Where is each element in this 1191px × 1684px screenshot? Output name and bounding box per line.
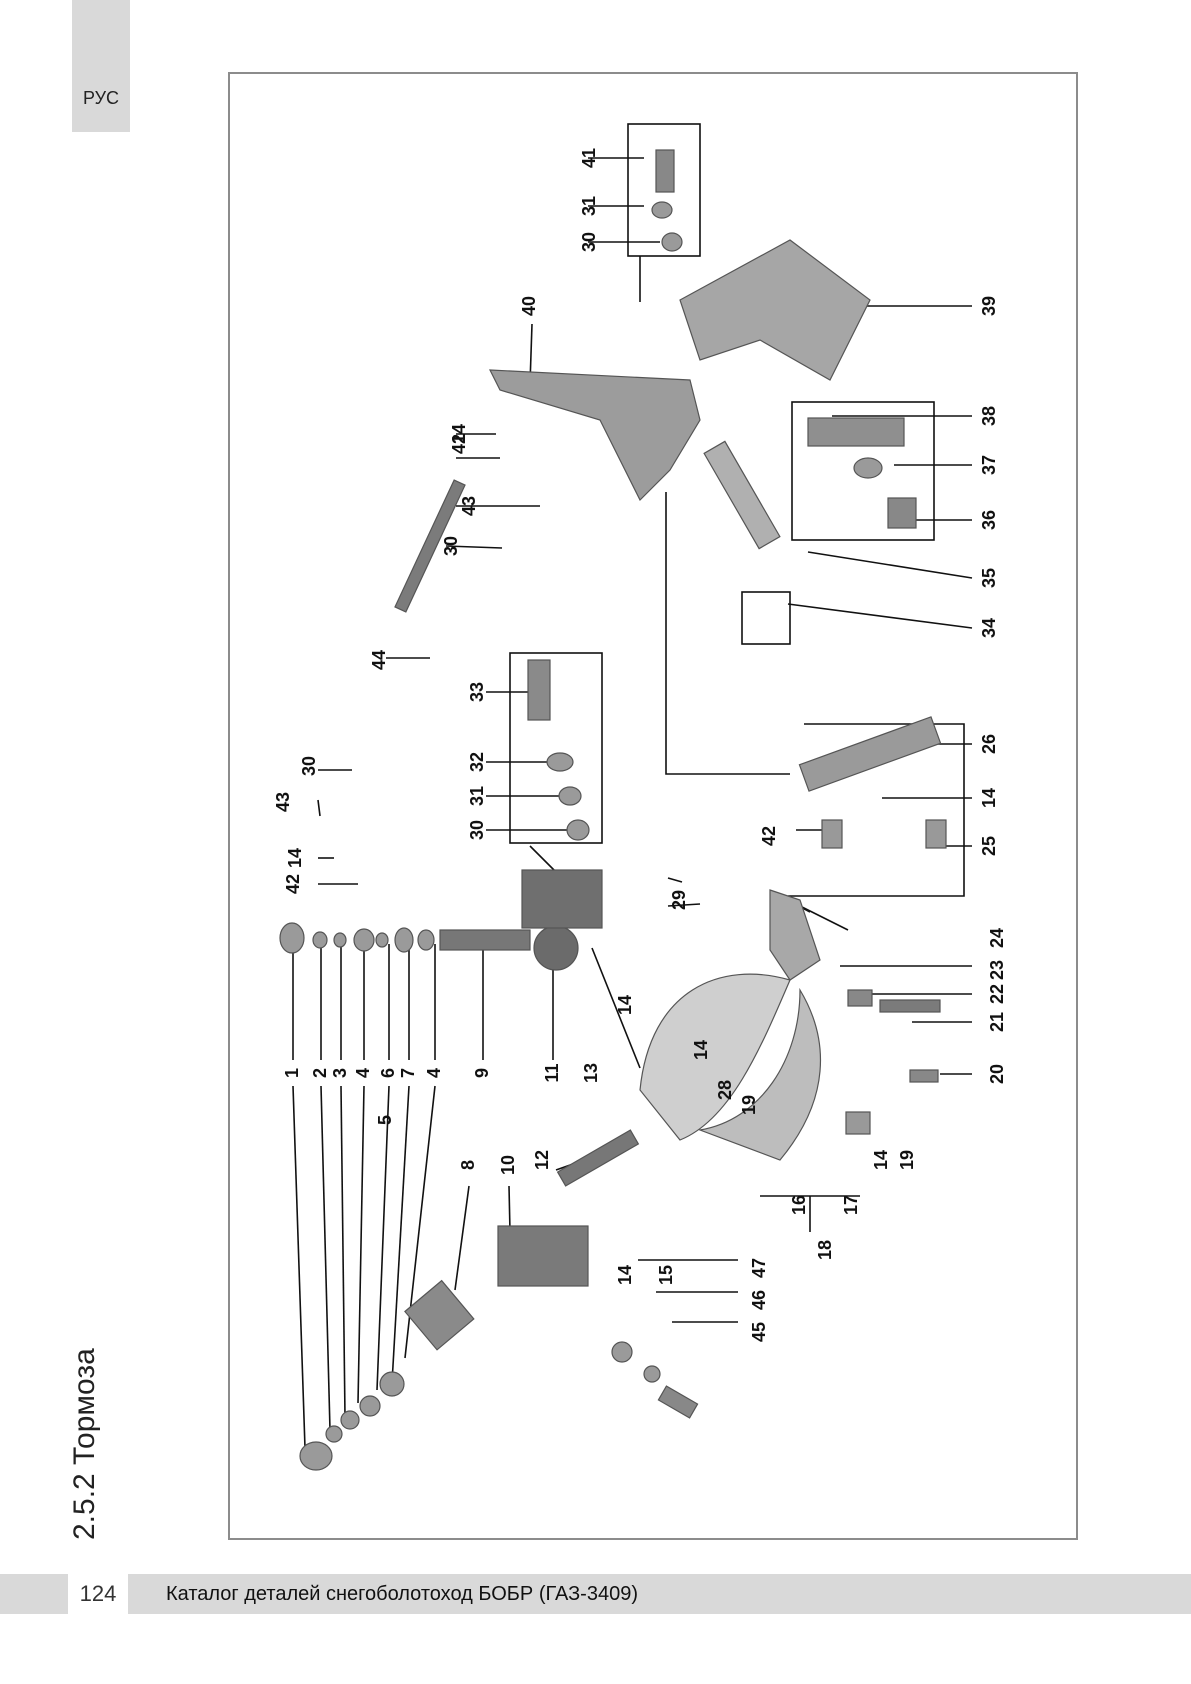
part-label: 30 xyxy=(299,756,319,776)
part-label: 16 xyxy=(789,1195,809,1215)
part-label: 31 xyxy=(579,196,599,216)
part-label: 15 xyxy=(656,1265,676,1285)
part-label: 42 xyxy=(449,434,469,454)
part-label: 31 xyxy=(467,786,487,806)
part-label: 30 xyxy=(441,536,461,556)
part-label: 40 xyxy=(519,296,539,316)
page-number-box xyxy=(68,1574,128,1614)
part-label: 30 xyxy=(467,820,487,840)
part-label: 47 xyxy=(749,1258,769,1278)
part-label: 19 xyxy=(897,1150,917,1170)
part-label: 19 xyxy=(739,1095,759,1115)
part-label: 45 xyxy=(749,1322,769,1342)
part-label: 14 xyxy=(449,424,469,444)
part-label: 33 xyxy=(467,682,487,702)
part-label: 12 xyxy=(532,1150,552,1170)
part-label: 6 xyxy=(378,1068,398,1078)
part-label: 46 xyxy=(749,1290,769,1310)
part-label: 14 xyxy=(871,1150,891,1170)
part-label: 20 xyxy=(987,1064,1007,1084)
part-label: 3 xyxy=(330,1068,350,1078)
part-label: 10 xyxy=(498,1155,518,1175)
part-label: 43 xyxy=(273,792,293,812)
part-label: 44 xyxy=(369,650,389,670)
part-label: 7 xyxy=(398,1068,418,1078)
part-label: 28 xyxy=(715,1080,735,1100)
part-label: 37 xyxy=(979,455,999,475)
part-label: 8 xyxy=(458,1160,478,1170)
part-label: 25 xyxy=(979,836,999,856)
part-label: 9 xyxy=(472,1068,492,1078)
part-label: 26 xyxy=(979,734,999,754)
part-label: 14 xyxy=(691,1040,711,1060)
part-label: 14 xyxy=(615,1265,635,1285)
part-label: 42 xyxy=(759,826,779,846)
part-label: 30 xyxy=(579,232,599,252)
language-tab: РУС xyxy=(72,0,130,132)
language-label: РУС xyxy=(82,88,120,108)
part-label: 42 xyxy=(283,874,303,894)
part-label: 11 xyxy=(542,1063,562,1082)
part-label: 5 xyxy=(375,1115,395,1125)
part-label: 29 xyxy=(669,890,689,910)
part-label: 1 xyxy=(282,1068,302,1078)
part-label: 14 xyxy=(285,848,305,868)
catalog-title: Каталог деталей снегоболотоход БОБР (ГАЗ… xyxy=(166,1583,638,1605)
part-label: 17 xyxy=(841,1195,861,1215)
part-label: 22 xyxy=(987,984,1007,1004)
part-label: 4 xyxy=(353,1068,373,1078)
part-label: 38 xyxy=(979,406,999,426)
part-label: 34 xyxy=(979,618,999,638)
part-label: 35 xyxy=(979,568,999,588)
part-label: 39 xyxy=(979,296,999,316)
part-label: 36 xyxy=(979,510,999,530)
part-label: 43 xyxy=(459,496,479,516)
part-label: 32 xyxy=(467,752,487,772)
page-number: 124 xyxy=(79,1581,117,1606)
part-label: 21 xyxy=(987,1012,1007,1032)
part-label: 23 xyxy=(987,960,1007,980)
part-label: 24 xyxy=(987,928,1007,948)
part-label: 13 xyxy=(581,1063,601,1083)
part-label: 4 xyxy=(424,1068,444,1078)
footer-band xyxy=(0,1574,1191,1614)
part-label: 2 xyxy=(310,1068,330,1078)
diagram-frame xyxy=(228,72,1078,1540)
part-label: 14 xyxy=(979,788,999,808)
part-label: 18 xyxy=(815,1240,835,1260)
part-label: 41 xyxy=(579,148,599,168)
part-label: 14 xyxy=(615,995,635,1015)
